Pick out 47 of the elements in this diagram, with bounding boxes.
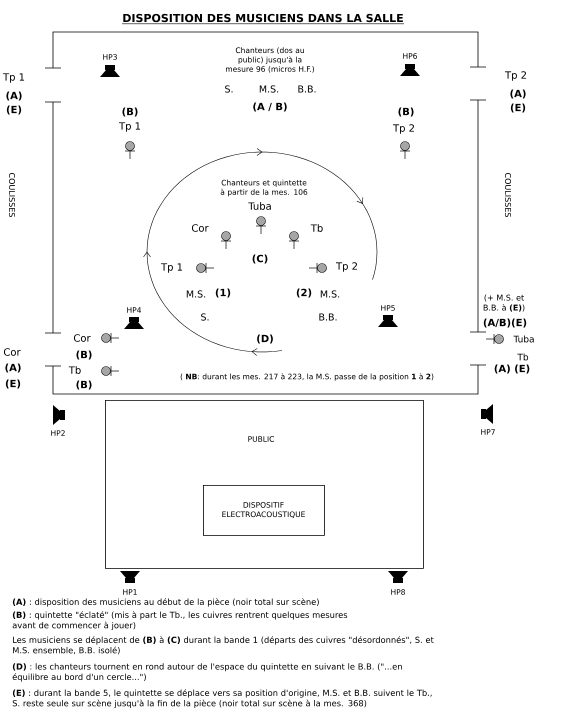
singer-label: M.S. bbox=[320, 290, 340, 298]
position-letter: (A) bbox=[510, 90, 526, 98]
position-letter: (B) bbox=[76, 350, 92, 360]
position-letter: (B) bbox=[398, 108, 414, 116]
performer-label: Cor bbox=[74, 334, 91, 342]
key-note: (A) : disposition des musiciens au début de la pièce (noir total sur scène) bbox=[12, 598, 319, 607]
position-letter: (E) bbox=[6, 106, 22, 114]
wings-label: COULISSES bbox=[504, 173, 512, 217]
performer-label: Tuba bbox=[513, 336, 534, 342]
position-number: (1) bbox=[216, 288, 230, 298]
singer-label: S. bbox=[225, 85, 232, 93]
performer-label: Tp 2 bbox=[504, 71, 526, 81]
performer-label: Cor bbox=[4, 348, 21, 356]
performer-label: Tb bbox=[517, 354, 528, 360]
key-note: (D) : les chanteurs tournent en rond autour de l'espace du quintette en suivant le B.B. ("...en équilibre au bord d'un cercle...") bbox=[12, 663, 402, 682]
performer-label: Tp 2 bbox=[336, 262, 357, 272]
key-note: Les musiciens se déplacent de (B) à (C) durant la bande 1 (départs des cuivres "désordonnés", S. et M.S. ensemble, B.B. isolé) bbox=[13, 636, 434, 654]
position-letter: (A) bbox=[6, 92, 22, 100]
wings-label: COULISSES bbox=[8, 173, 16, 217]
performer-label: Tuba bbox=[248, 202, 271, 210]
position-letter: (A) bbox=[5, 364, 21, 372]
position-letter: (A / B) bbox=[253, 102, 287, 112]
position-letter: (B) bbox=[122, 108, 138, 116]
performer-label: Tp 1 bbox=[160, 263, 182, 273]
position-letter: (B) bbox=[76, 380, 92, 390]
position-letter: (C) bbox=[252, 254, 268, 264]
performer-label: Tb bbox=[68, 366, 81, 374]
performer-label: Tp 1 bbox=[2, 73, 24, 83]
position-letter: (E) bbox=[510, 104, 526, 112]
key-note: (B) : quintette "éclaté" (mis à part le Tb., les cuivres rentrent quelques mesures avant de commencer à jouer) bbox=[12, 611, 348, 630]
performer-label: Tp 2 bbox=[392, 124, 414, 134]
performer-label: Tb bbox=[310, 224, 323, 232]
singer-label: B.B. bbox=[298, 86, 316, 92]
position-letter: (D) bbox=[257, 334, 273, 344]
singer-label: B.B. bbox=[319, 314, 336, 320]
position-letter: (A) (E) bbox=[494, 364, 530, 374]
position-number: (2) bbox=[296, 288, 312, 298]
stage-note: (+ M.S. et B.B. à (E)) bbox=[484, 294, 524, 312]
singer-label: S. bbox=[201, 313, 208, 321]
singer-label: M.S. bbox=[186, 290, 206, 298]
performer-label: Tp 1 bbox=[118, 122, 140, 132]
performer-label: Cor bbox=[192, 224, 209, 232]
position-letter: (A/B)(E) bbox=[484, 318, 526, 328]
key-note: (E) : durant la bande 5, le quintette se déplace vers sa position d'origine, M.S. et B.B. suivent le Tb., S. reste seule sur scène jusqu'à la fin de la pièce (noir total sur scène à la mes. 368) bbox=[12, 689, 432, 708]
title: DISPOSITION DES MUSICIENS DANS LA SALLE bbox=[122, 14, 404, 24]
position-letter: (E) bbox=[6, 380, 20, 388]
singer-label: M.S. bbox=[260, 85, 278, 93]
